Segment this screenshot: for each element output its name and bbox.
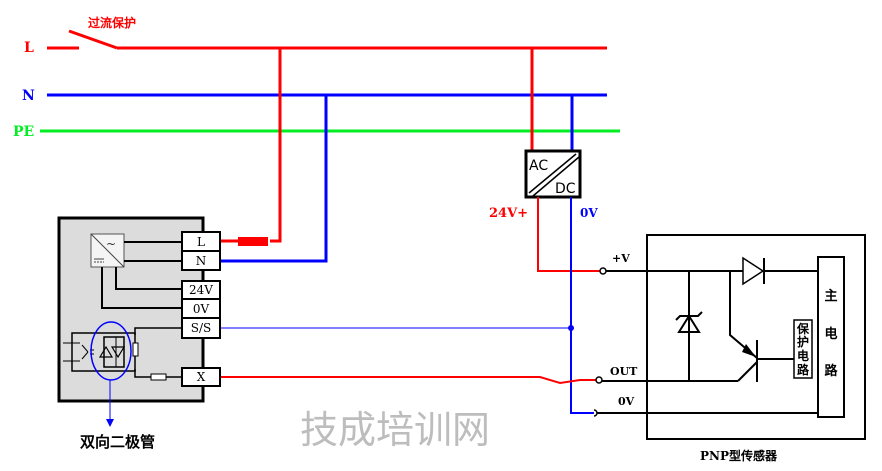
pin-0v[interactable]	[593, 409, 598, 417]
diode-callout-ellipse	[90, 321, 132, 381]
pin-out[interactable]	[595, 376, 603, 384]
protection-char: 电	[797, 348, 809, 363]
terminal-N-label: N	[196, 254, 207, 268]
svg-text:~: ~	[106, 237, 116, 251]
terminal-0v-label: 0V	[193, 302, 210, 316]
pin-out-label: OUT	[610, 365, 638, 378]
bus-PE-label: PE	[13, 124, 34, 140]
resistor-icon	[150, 373, 167, 381]
terminal-x[interactable]	[181, 367, 221, 387]
terminal-24v-label: 24V	[189, 283, 213, 297]
breaker-label: 过流保护	[88, 15, 136, 30]
psu-dc-label: DC	[555, 181, 576, 197]
bus-PE: PE	[13, 124, 620, 140]
plc-terminals: L N 24V 0V S/S X	[181, 231, 221, 387]
main-circuit-box	[817, 256, 845, 418]
bus-N-label: N	[22, 88, 35, 104]
terminal-ss-label: S/S	[191, 321, 211, 335]
wire-N-to-plc	[221, 95, 328, 263]
power-supply: AC DC	[524, 149, 582, 199]
breaker-switch	[68, 29, 118, 50]
wire-L-to-plc	[270, 48, 282, 243]
terminal-N[interactable]	[181, 250, 221, 271]
bus-L-label: L	[24, 40, 34, 56]
watermark: 技成培训网	[300, 408, 490, 452]
wire-24v-to-sensor	[537, 197, 600, 272]
bidirectional-diode-icon	[103, 336, 125, 368]
protection-char: 护	[797, 334, 809, 349]
pin-plus-label: +V	[612, 252, 630, 265]
bus-N: N	[22, 88, 607, 104]
terminal-ss[interactable]	[181, 317, 221, 339]
protection-circuit-box	[793, 319, 813, 379]
wire-x-to-out	[221, 376, 597, 385]
protection-char: 保	[796, 321, 810, 336]
psu-plus-label: 24V+	[489, 206, 528, 221]
fuse	[238, 237, 268, 246]
bus-L: L 过流保护	[24, 15, 607, 56]
arrow-down-icon	[106, 419, 114, 427]
sensor-title: PNP型传感器	[700, 448, 778, 463]
diode-callout-label: 双向二极管	[80, 433, 155, 451]
terminal-x-label: X	[197, 370, 206, 384]
main-circuit-char: 主	[824, 288, 837, 304]
main-circuit-char: 电	[824, 326, 837, 342]
pin-zero-label: 0V	[618, 395, 635, 408]
wire-0v-to-sensor	[570, 197, 594, 414]
main-circuit-char: 路	[824, 363, 838, 379]
diode-icon	[742, 256, 765, 286]
psu-ac-label: AC	[529, 158, 548, 174]
pnp-sensor: +V OUT 0V 保 护 电 路 主 电 路	[593, 234, 866, 440]
zener-diode-icon	[677, 314, 701, 333]
terminal-L-label: L	[197, 235, 205, 249]
protection-char: 路	[797, 362, 810, 377]
psu-zero-label: 0V	[580, 206, 598, 220]
plc-module: ~	[57, 216, 205, 427]
pin-plus-v[interactable]	[599, 267, 607, 275]
